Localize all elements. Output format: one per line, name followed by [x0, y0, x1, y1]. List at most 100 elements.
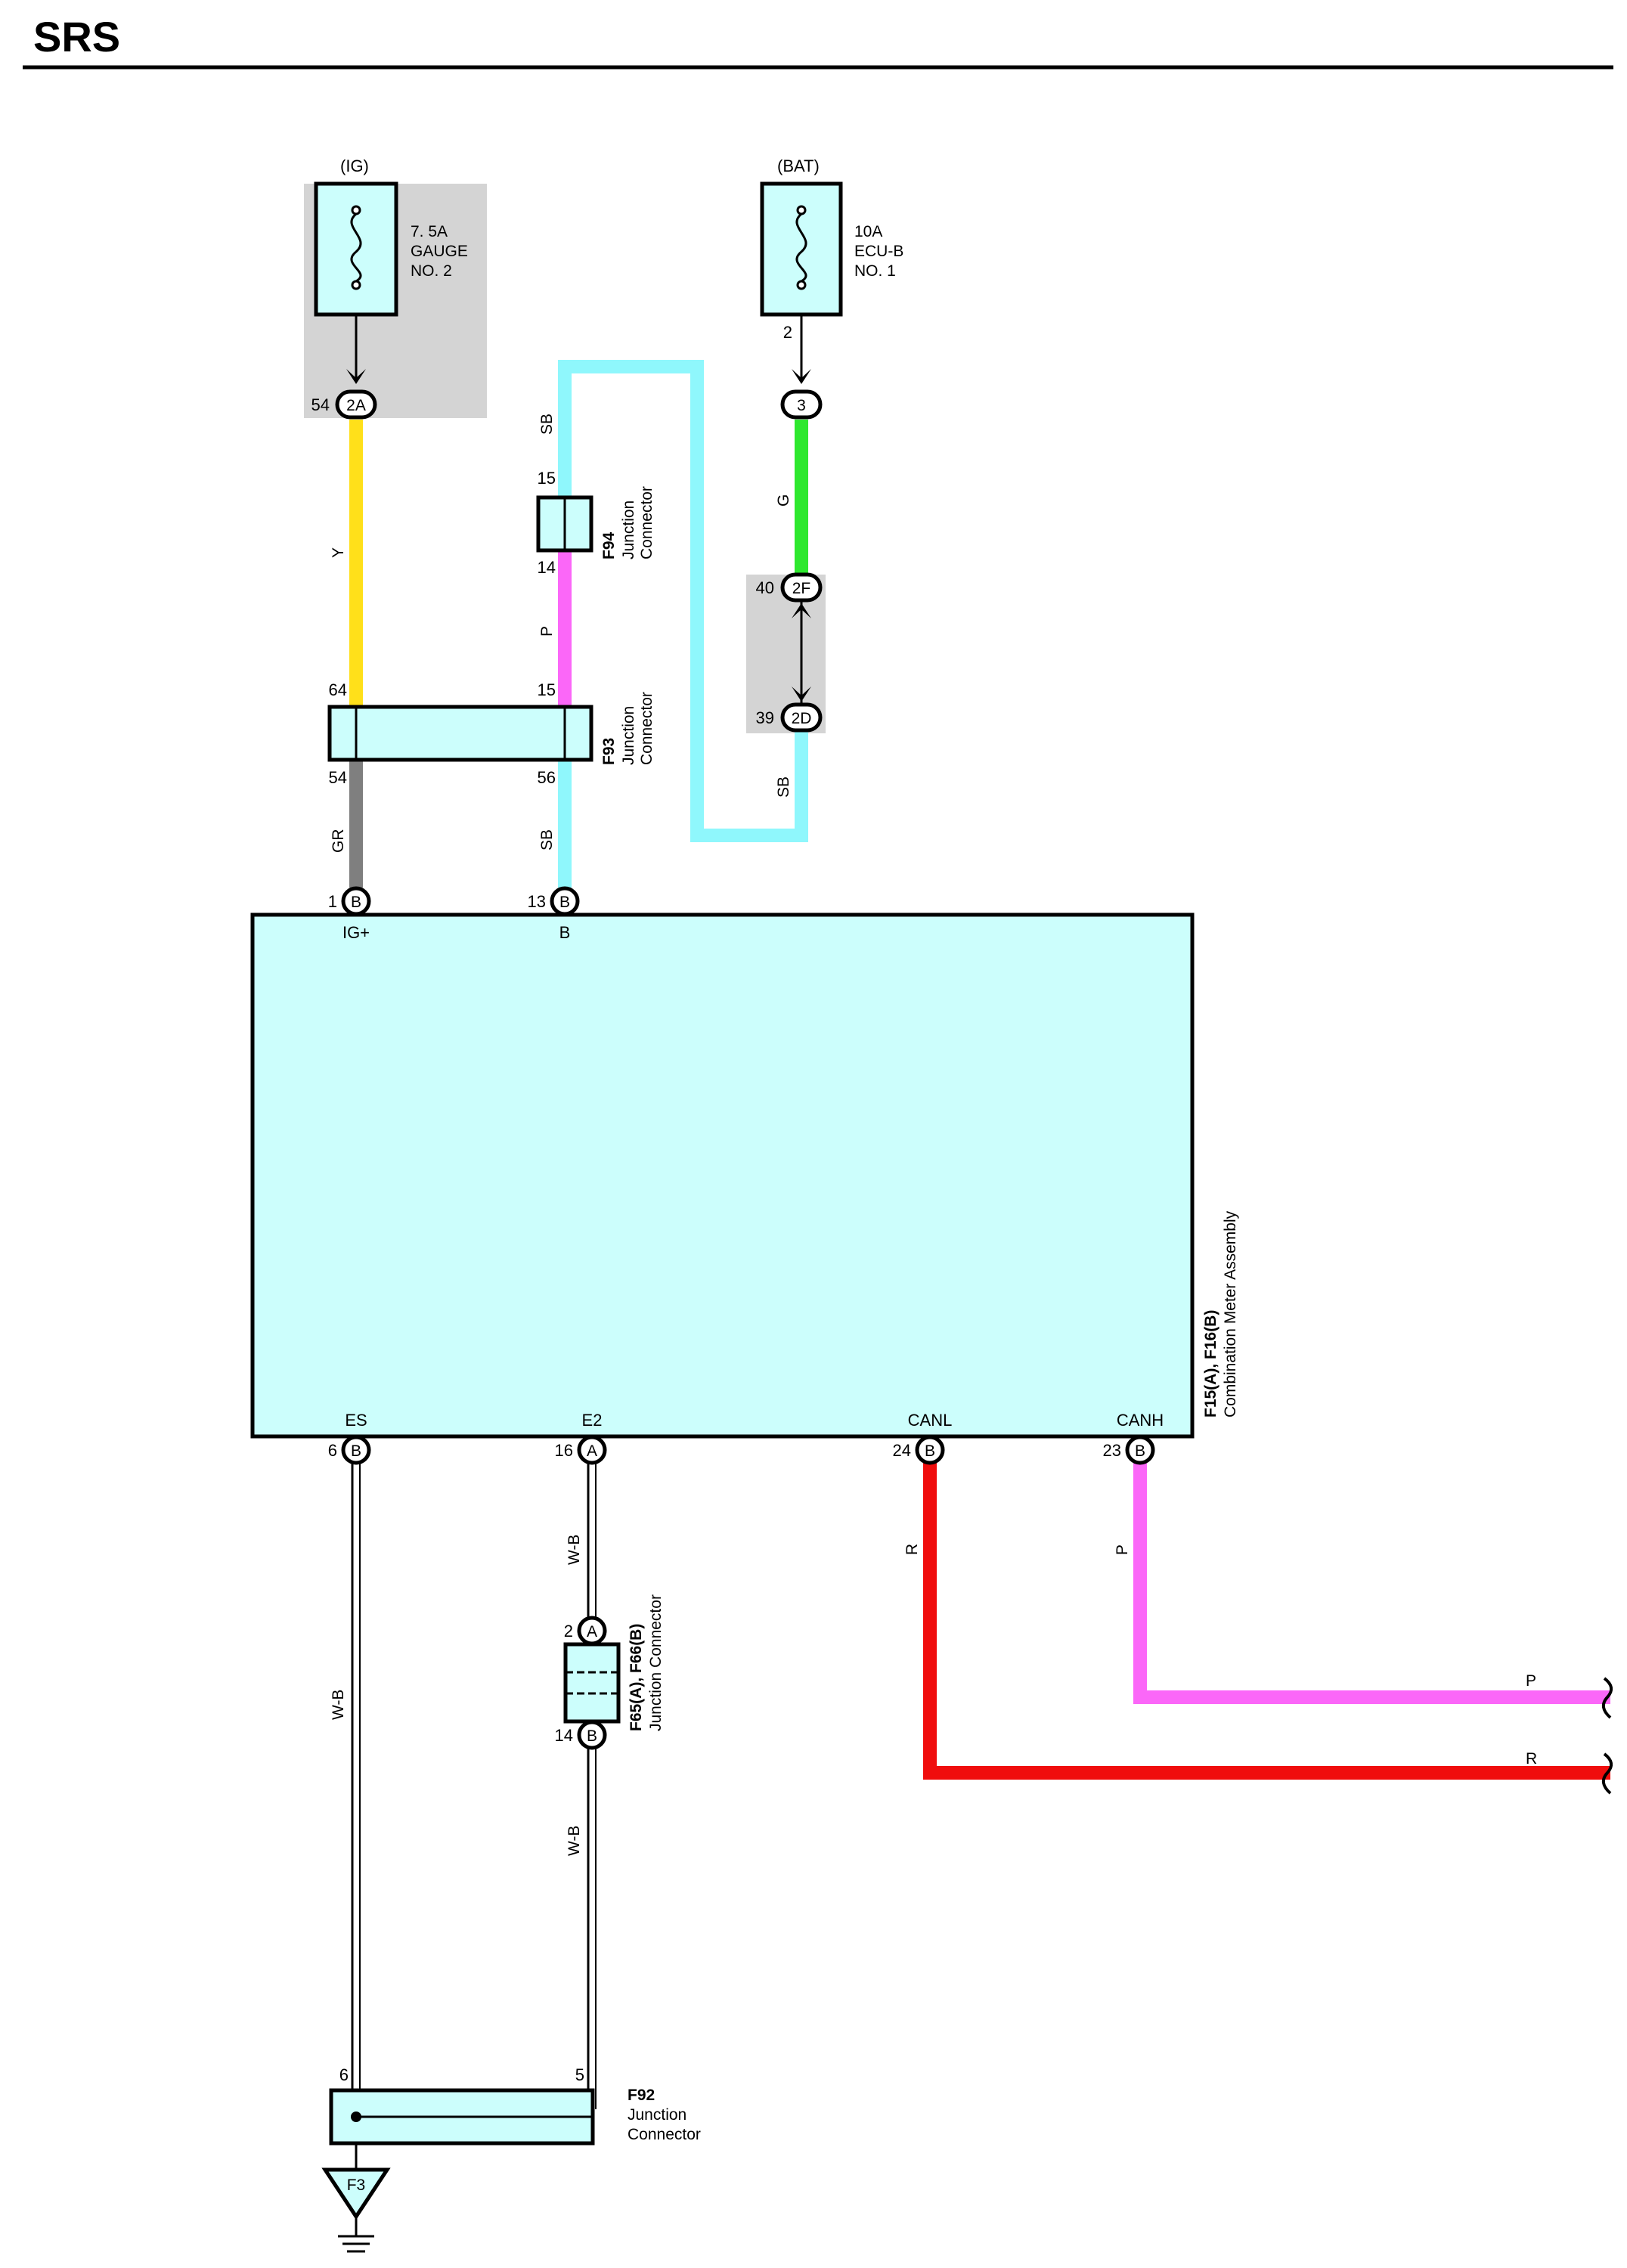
- f93-pin-tl: 64: [329, 680, 347, 699]
- wire-label-wb-mid2: W-B: [566, 1826, 583, 1856]
- meter-pin-b-num: 13: [528, 892, 546, 911]
- wire-label-p: P: [1114, 1545, 1131, 1555]
- meter-pin-e2-label: E2: [582, 1411, 603, 1430]
- meter-pin-ig-num: 1: [328, 892, 337, 911]
- meter-pin-ig: B 1 IG+: [328, 886, 371, 942]
- f92-splice-dot: [351, 2112, 361, 2122]
- wire-label-sb-low: SB: [538, 829, 556, 850]
- meter-pin-b-label: B: [559, 923, 571, 942]
- meter-pin-canh: CANH B 23: [1103, 1411, 1164, 1465]
- fuse-bat-rating: 10A: [854, 223, 882, 240]
- conn-2a-code: 2A: [346, 397, 366, 414]
- ground-code: F3: [347, 2177, 366, 2194]
- meter-pin-canh-label: CANH: [1117, 1411, 1164, 1430]
- wire-label-p-mid: P: [538, 626, 556, 637]
- wire-label-g: G: [775, 494, 792, 507]
- meter-pin-es-num: 6: [328, 1441, 337, 1460]
- conn-3-code: 3: [797, 397, 806, 414]
- meter-pin-canh-conn: B: [1135, 1442, 1145, 1460]
- conn-2d-code: 2D: [792, 710, 812, 727]
- f93-pin-bl: 54: [329, 768, 347, 787]
- f94-pin-top: 15: [538, 469, 556, 488]
- f94-name2: Connector: [638, 486, 655, 559]
- page-title: SRS: [33, 13, 120, 60]
- wire-label-wb-mid1: W-B: [566, 1535, 583, 1565]
- f65-conn-top: A: [587, 1623, 597, 1641]
- f92-pin-right: 5: [575, 2065, 584, 2084]
- meter-pin-ig-conn: B: [351, 894, 361, 911]
- meter-pin-e2: E2 A 16: [555, 1411, 607, 1465]
- wire-label-r: R: [903, 1544, 921, 1555]
- meter-pin-canh-num: 23: [1103, 1441, 1121, 1460]
- wire-sb-loop: [558, 360, 808, 842]
- f65-junction: [563, 1642, 621, 1724]
- fuse-bat-name: ECU-B: [854, 243, 903, 260]
- wire-r: [923, 1463, 1610, 1780]
- f93-pin-tr: 15: [538, 680, 556, 699]
- arrow-2d: [792, 686, 811, 702]
- wire-label-sb-right: SB: [775, 776, 792, 798]
- arrow-2f: [792, 603, 811, 618]
- meter-name: Combination Meter Assembly: [1222, 1210, 1239, 1418]
- f93-name1: Junction: [620, 706, 637, 765]
- f94-pin-bottom: 14: [538, 558, 556, 577]
- f94-code: F94: [600, 531, 618, 559]
- fuse-ig-rating: 7. 5A: [411, 223, 448, 240]
- fuse-ig-num: NO. 2: [411, 262, 452, 280]
- meter-pin-es: ES B 6: [328, 1411, 371, 1465]
- f93-pin-br: 56: [538, 768, 556, 787]
- wire-label-r-end: R: [1526, 1750, 1537, 1768]
- conn-2d-pin: 39: [756, 708, 774, 727]
- f94-name1: Junction: [620, 500, 637, 559]
- meter-pin-b-conn: B: [559, 894, 570, 911]
- conn-2f-code: 2F: [792, 580, 811, 597]
- fuse-bat-icon: [795, 205, 807, 290]
- wire-label-sb-top: SB: [538, 414, 556, 435]
- arrow-bat: [792, 369, 811, 384]
- wire-label-y: Y: [330, 547, 347, 558]
- f65-conn-bottom: B: [587, 1727, 597, 1745]
- ground-icon: [321, 2167, 391, 2220]
- fuse-ig-name: GAUGE: [411, 243, 468, 260]
- fuse-bat-supply: (BAT): [777, 156, 820, 175]
- meter-pin-es-conn: B: [351, 1442, 361, 1460]
- conn-2a: [335, 389, 377, 420]
- f65-pin-bottom-num: 14: [555, 1726, 573, 1745]
- f92-name2: Connector: [628, 2126, 701, 2143]
- fuse-ig-icon: [350, 205, 362, 290]
- f65-name: Junction Connector: [647, 1594, 665, 1731]
- wire-label-gr: GR: [330, 829, 347, 854]
- meter-pin-canl-conn: B: [925, 1442, 935, 1460]
- combination-meter-assembly: [250, 912, 1195, 1439]
- f93-junction: [327, 705, 593, 762]
- wire-wb-left: [351, 1463, 361, 2117]
- meter-pin-e2-num: 16: [555, 1441, 573, 1460]
- meter-code: F15(A), F16(B): [1202, 1310, 1219, 1418]
- conn-2d: [780, 702, 823, 733]
- meter-pin-canl-num: 24: [893, 1441, 911, 1460]
- wire-label-p-end: P: [1526, 1672, 1536, 1690]
- fuse-ig-supply: (IG): [340, 156, 369, 175]
- fuse-bat-num: NO. 1: [854, 262, 896, 280]
- f65-pin-top-num: 2: [564, 1622, 573, 1641]
- f92-code: F92: [628, 2087, 655, 2104]
- wire-wb-mid: [587, 1463, 597, 2109]
- f93-code: F93: [600, 738, 618, 765]
- meter-pin-es-label: ES: [345, 1411, 367, 1430]
- fuse-bat-pin: 2: [783, 323, 792, 342]
- fuse-ig: [314, 181, 398, 317]
- arrow-ig: [346, 369, 366, 384]
- f65-code: F65(A), F66(B): [628, 1624, 645, 1731]
- conn-2a-pin: 54: [311, 395, 330, 414]
- f93-name2: Connector: [638, 692, 655, 765]
- f92-name1: Junction: [628, 2106, 686, 2124]
- conn-3: [780, 389, 823, 420]
- wire-break-r: [1601, 1752, 1613, 1795]
- wire-label-wb-left: W-B: [330, 1690, 347, 1720]
- f92-pin-left: 6: [339, 2065, 349, 2084]
- meter-pin-b: B 13 B: [528, 886, 580, 942]
- meter-pin-canl: CANL B 24: [893, 1411, 953, 1465]
- conn-2f-pin: 40: [756, 578, 774, 597]
- meter-pin-canl-label: CANL: [908, 1411, 953, 1430]
